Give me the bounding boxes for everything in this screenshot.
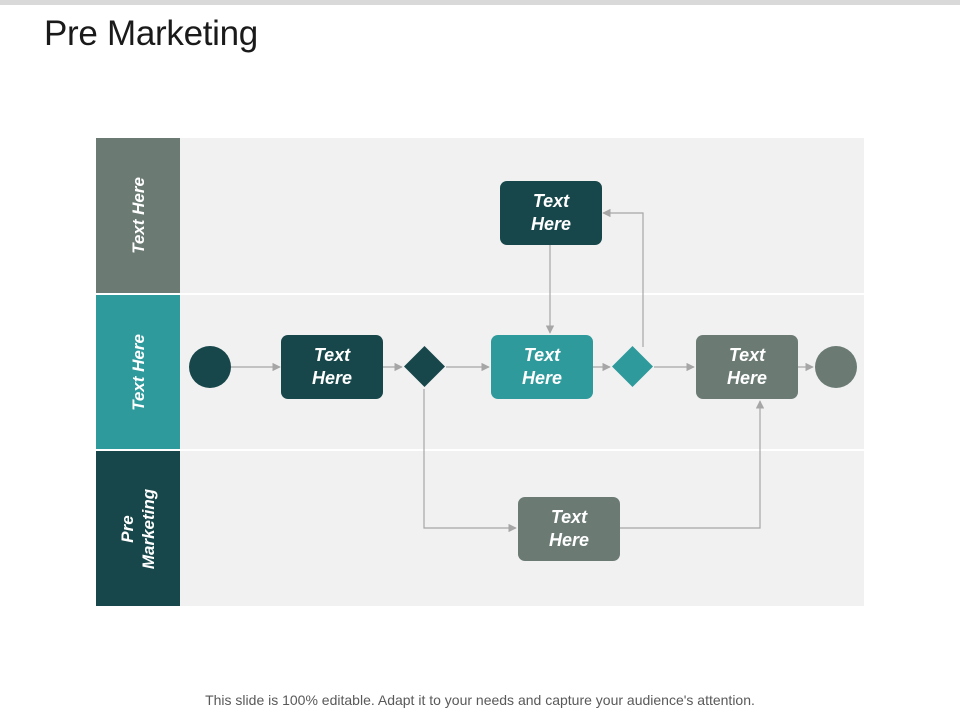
process-box-2-label: Text Here (521, 345, 563, 388)
start-circle (189, 346, 231, 388)
slide-footer: This slide is 100% editable. Adapt it to… (205, 692, 755, 708)
process-box-3: Text Here (696, 335, 798, 399)
top-process-box: Text Here (500, 181, 602, 245)
connector-decision-2-to-top-box (602, 208, 644, 347)
process-box-3-label: Text Here (726, 345, 768, 388)
top-process-box-label: Text Here (530, 191, 572, 234)
bottom-process-box-label: Text Here (548, 507, 590, 550)
lane-label-2: Text Here (96, 295, 180, 449)
top-border (0, 0, 960, 5)
process-box-1-label: Text Here (311, 345, 353, 388)
lane-label-3: Pre Marketing (96, 451, 180, 606)
connector-decision-1-to-bottom-box (423, 389, 517, 533)
connector-bottom-box-to-box-3 (620, 400, 765, 529)
end-circle (815, 346, 857, 388)
slide-title: Pre Marketing (44, 14, 258, 53)
lane-label-1: Text Here (96, 138, 180, 293)
bottom-process-box: Text Here (518, 497, 620, 561)
process-box-2: Text Here (491, 335, 593, 399)
process-box-1: Text Here (281, 335, 383, 399)
